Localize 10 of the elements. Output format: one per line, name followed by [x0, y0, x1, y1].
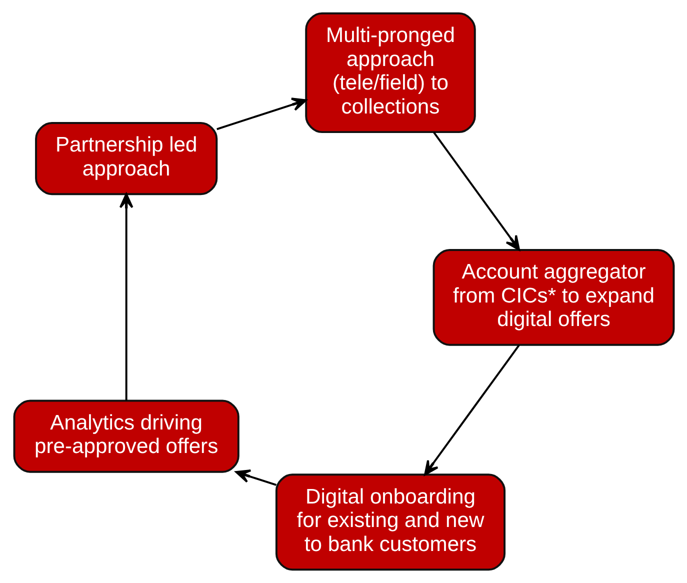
arrow	[424, 344, 520, 476]
arrow	[234, 469, 276, 486]
node-box: Digital onboarding for existing and new to bank customers	[274, 474, 506, 571]
node-box: Analytics driving pre-approved offers	[12, 400, 239, 473]
node-box: Account aggregator from CICs* to expand digital offers	[432, 248, 674, 346]
arrow	[432, 132, 520, 251]
arrow	[216, 98, 306, 130]
node-box: Partnership led approach	[34, 122, 218, 196]
arrow	[118, 193, 133, 401]
node-box: Multi-pronged approach (tele/field) to collections	[304, 12, 476, 134]
